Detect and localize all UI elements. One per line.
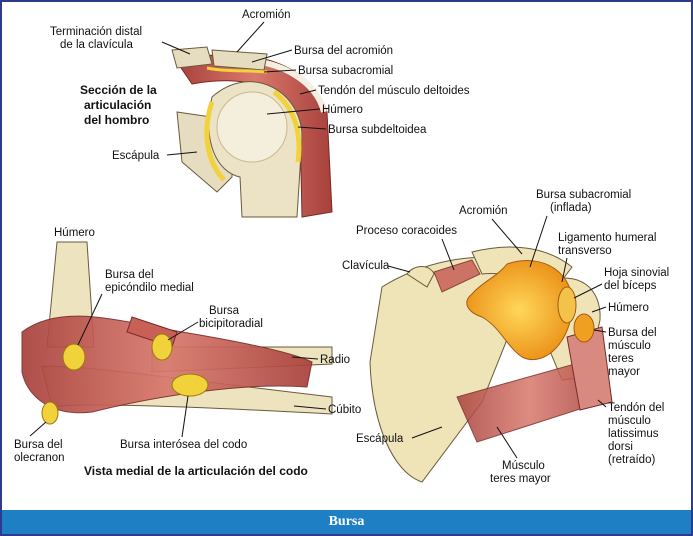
label-acromial-bursa: Bursa del acromión xyxy=(294,45,393,57)
label-acromion-top: Acromión xyxy=(242,9,291,21)
label-ulna: Cúbito xyxy=(328,404,361,416)
label-elbow-humerus: Húmero xyxy=(54,227,95,239)
label-latissimus-5: (retraído) xyxy=(608,454,655,466)
elbow-drawing xyxy=(22,242,332,424)
label-epicondyle-bursa-2: epicóndilo medial xyxy=(105,282,194,294)
elbow-caption: Vista medial de la articulación del codo xyxy=(84,464,308,478)
label-transverse-ligament-1: Ligamento humeral xyxy=(558,232,656,244)
medial-epicondyle-bursa xyxy=(63,344,85,370)
label-humerus-top: Húmero xyxy=(322,104,363,116)
label-subacromial-inflated-2: (inflada) xyxy=(550,202,592,214)
shoulder-heading-2: articulación xyxy=(84,98,151,112)
label-transverse-ligament-2: transverso xyxy=(558,245,612,257)
label-biceps-sheath-1: Hoja sinovial xyxy=(604,267,669,279)
label-bicipitoradial-2: bicipitoradial xyxy=(199,318,263,330)
label-humerus-right: Húmero xyxy=(608,302,649,314)
biceps-sheath xyxy=(558,287,576,323)
teres-major-bursa xyxy=(574,314,594,342)
label-bicipitoradial-1: Bursa xyxy=(209,305,240,317)
label-acromion-right: Acromión xyxy=(459,205,508,217)
label-latissimus-2: músculo xyxy=(608,415,651,427)
label-radius: Radio xyxy=(320,354,350,366)
label-subacromial-bursa: Bursa subacromial xyxy=(298,65,393,77)
label-olecranon-bursa-1: Bursa del xyxy=(14,439,63,451)
label-subdeltoid-bursa: Bursa subdeltoidea xyxy=(328,124,427,136)
label-teres-bursa-4: mayor xyxy=(608,366,640,378)
label-teres-major-2: teres mayor xyxy=(490,473,551,485)
label-teres-bursa-1: Bursa del xyxy=(608,327,657,339)
shoulder-heading-1: Sección de la xyxy=(80,83,157,97)
label-teres-major-1: Músculo xyxy=(502,460,545,472)
bicipitoradial-bursa xyxy=(152,334,172,360)
label-latissimus-3: latissimus xyxy=(608,428,659,440)
label-deltoid-tendon: Tendón del músculo deltoides xyxy=(318,85,470,97)
label-interosseous-bursa: Bursa interósea del codo xyxy=(120,439,247,451)
label-teres-bursa-3: teres xyxy=(608,353,634,365)
label-latissimus-1: Tendón del xyxy=(608,402,664,414)
olecranon-bursa xyxy=(42,402,58,424)
label-biceps-sheath-2: del bíceps xyxy=(604,280,657,292)
label-epicondyle-bursa-1: Bursa del xyxy=(105,269,154,281)
label-clavicle-end-1: Terminación distal xyxy=(50,26,142,38)
label-latissimus-4: dorsi xyxy=(608,441,633,453)
shoulder-heading-3: del hombro xyxy=(84,113,149,127)
label-clavicle-end-2: de la clavícula xyxy=(60,39,133,51)
interosseous-bursa xyxy=(172,374,208,396)
figure-footer-title: Bursa xyxy=(2,510,691,534)
scapula-drawing xyxy=(370,247,612,482)
clavicle-end xyxy=(172,47,212,68)
label-subacromial-inflated-1: Bursa subacromial xyxy=(536,189,631,201)
label-olecranon-bursa-2: olecranon xyxy=(14,452,65,464)
label-coracoid: Proceso coracoides xyxy=(356,225,457,237)
label-scapula-top: Escápula xyxy=(112,150,160,162)
label-scapula-right: Escápula xyxy=(356,433,404,445)
svg-text:Bursa subacromial(inflada): Bursa subacromial(inflada) xyxy=(536,189,631,214)
label-clavicle: Clavícula xyxy=(342,260,390,272)
label-teres-bursa-2: músculo xyxy=(608,340,651,352)
